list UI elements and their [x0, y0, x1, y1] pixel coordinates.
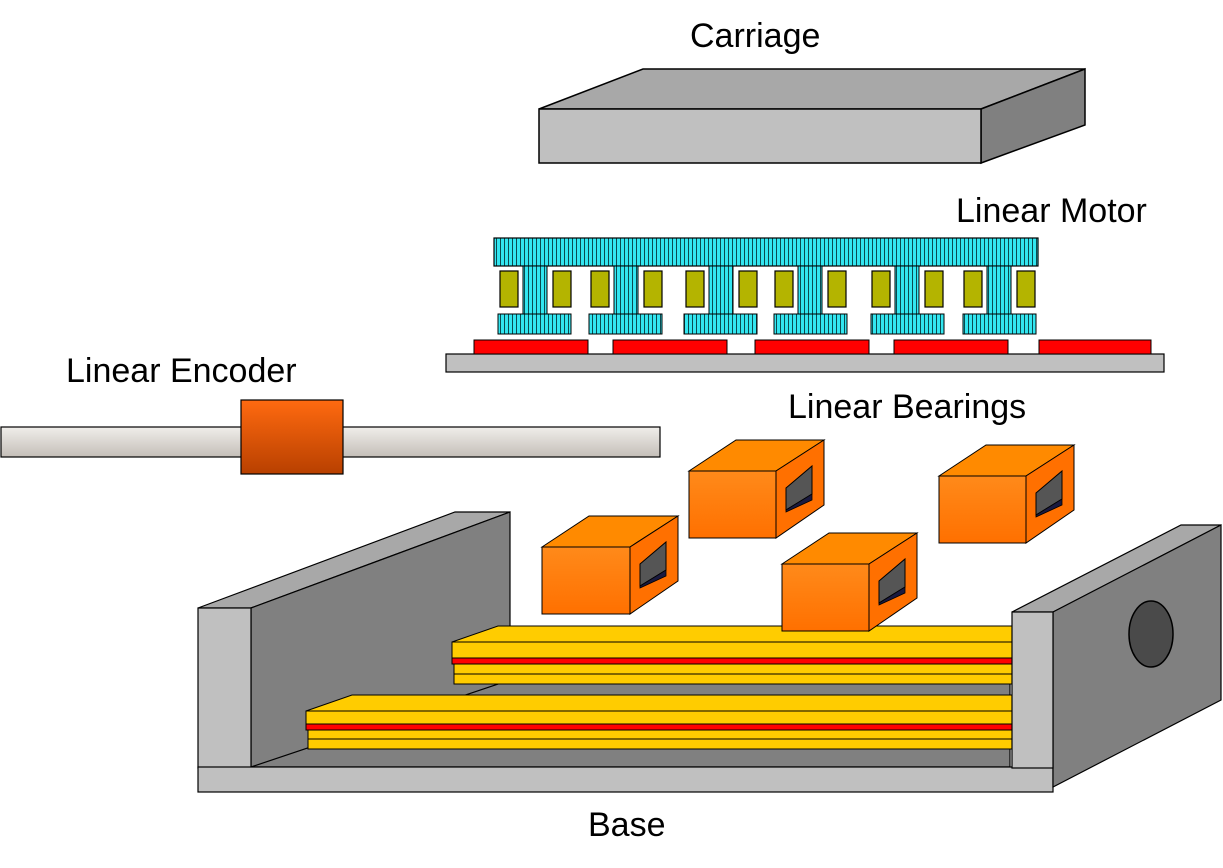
- base-label: Base: [588, 806, 666, 844]
- bearing-block: [780, 532, 919, 632]
- linear-motor: [445, 237, 1165, 373]
- linear-encoder: [0, 399, 661, 475]
- mounting-hole: [1128, 600, 1174, 668]
- bearing-block: [540, 515, 680, 615]
- motor-teeth: [497, 265, 1037, 335]
- magnet-strip: [473, 339, 1152, 355]
- rail-back: [451, 625, 1013, 685]
- linear-bearings-label: Linear Bearings: [788, 388, 1026, 426]
- linear-encoder-label: Linear Encoder: [66, 352, 297, 390]
- bearing-block: [687, 439, 826, 539]
- linear-motor-label: Linear Motor: [956, 192, 1147, 230]
- carriage: [538, 67, 1086, 165]
- carriage-label: Carriage: [690, 17, 820, 55]
- encoder-read-head: [240, 399, 344, 475]
- bearing-block: [937, 444, 1076, 544]
- base-front: [197, 524, 1222, 793]
- rail-front: [305, 694, 1013, 750]
